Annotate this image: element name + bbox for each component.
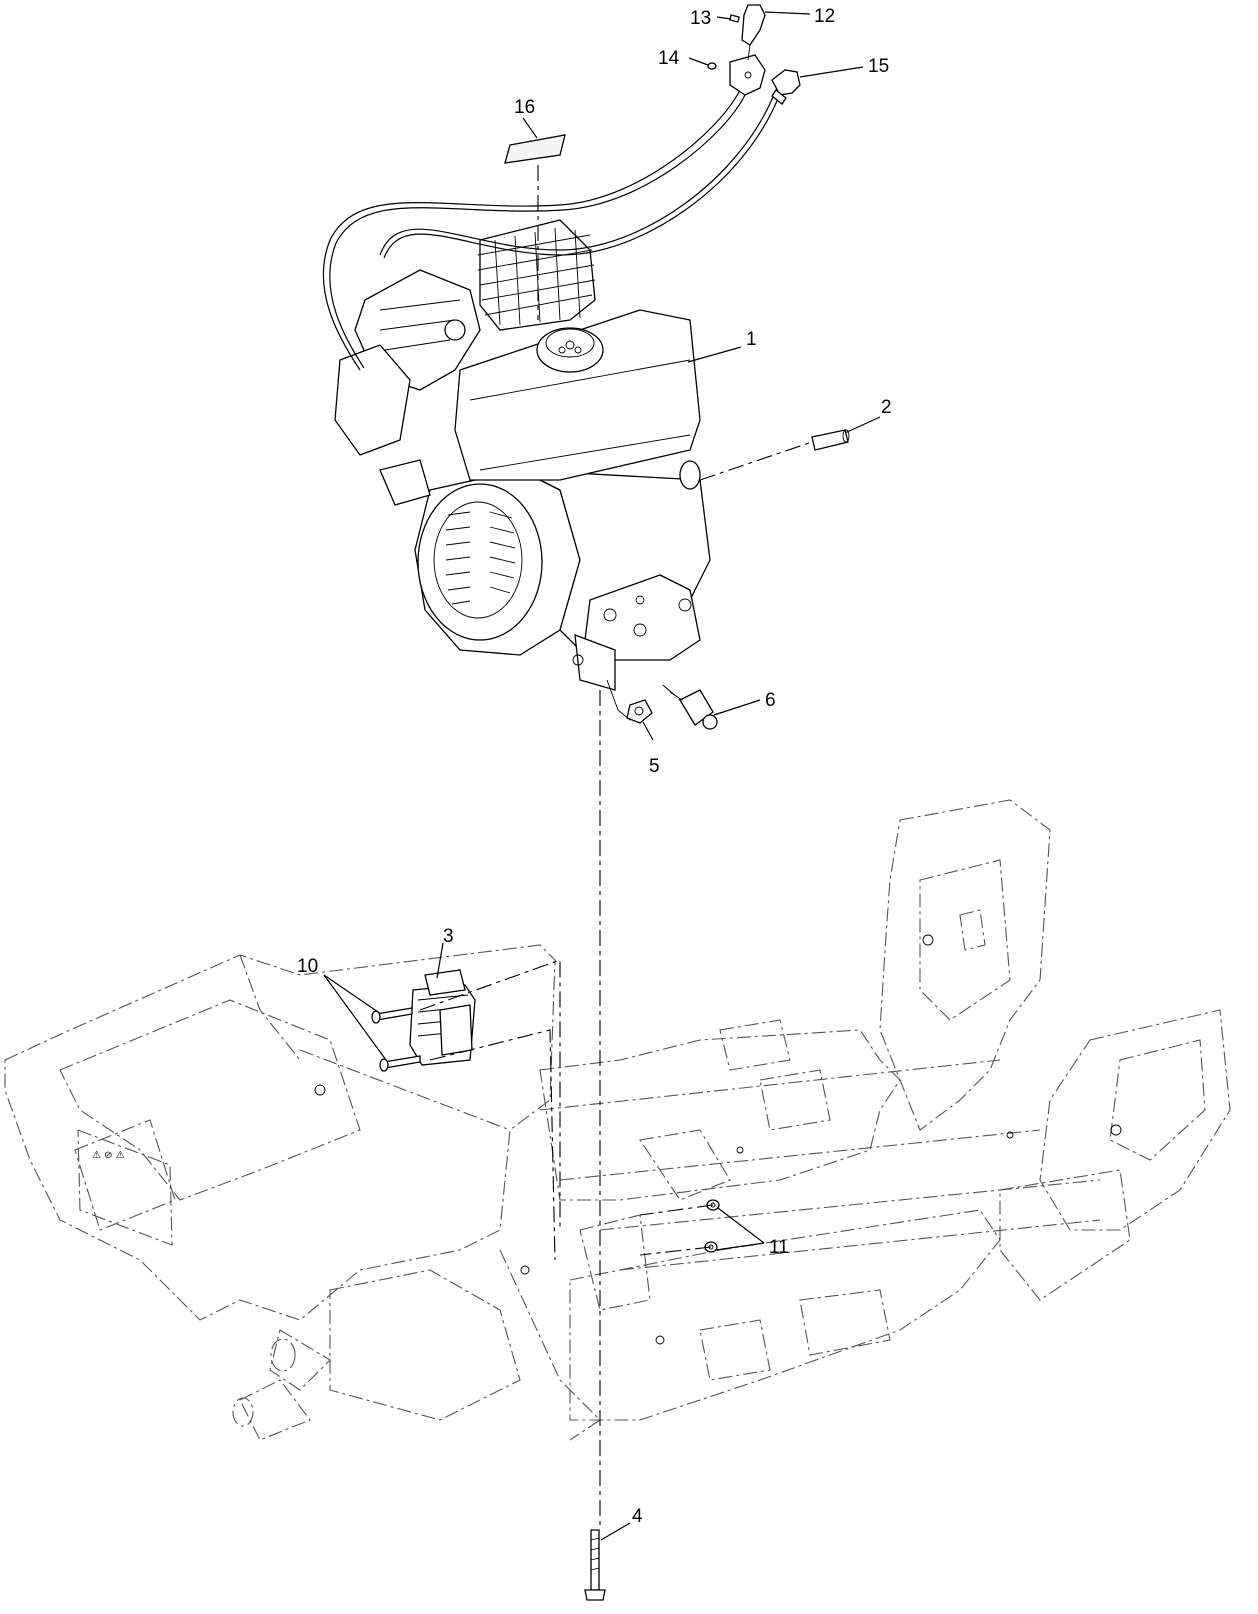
callout-16: 16 [514, 97, 535, 118]
nuts-11 [704, 1199, 720, 1253]
isolator-3 [409, 969, 476, 1066]
decal-16 [504, 134, 566, 164]
bolts-10 [371, 1007, 421, 1072]
callout-15: 15 [868, 56, 889, 77]
nut-14 [707, 62, 717, 70]
screw-13 [729, 14, 740, 23]
engine [334, 219, 711, 721]
pin-2 [811, 429, 850, 451]
callout-4: 4 [632, 1506, 643, 1527]
callout-2: 2 [881, 397, 892, 418]
decal-warning-symbols: ⚠ ⊘ ⚠ [92, 1150, 125, 1161]
callouts: 1 2 3 4 5 6 10 11 12 13 14 15 16 [297, 6, 892, 1527]
assembly-centerlines [419, 165, 813, 1530]
callout-13: 13 [690, 8, 711, 29]
callout-1: 1 [746, 329, 757, 350]
leader-lines [323, 11, 881, 1541]
choke-knob-15 [771, 69, 801, 105]
switch-6 [669, 689, 718, 730]
callout-14: 14 [658, 48, 680, 69]
bolt-4 [584, 1529, 606, 1601]
control-cables [322, 89, 780, 371]
callout-6: 6 [765, 690, 776, 711]
chassis-frame: ⚠ ⊘ ⚠ [4, 799, 1231, 1441]
flange-nut-5 [626, 699, 653, 724]
recoil-vents [445, 511, 516, 605]
callout-11: 11 [769, 1237, 789, 1258]
throttle-control-assembly [729, 4, 766, 96]
callout-10: 10 [297, 956, 318, 977]
callout-5: 5 [649, 756, 660, 777]
callout-3: 3 [443, 926, 454, 947]
callout-12: 12 [814, 6, 835, 27]
